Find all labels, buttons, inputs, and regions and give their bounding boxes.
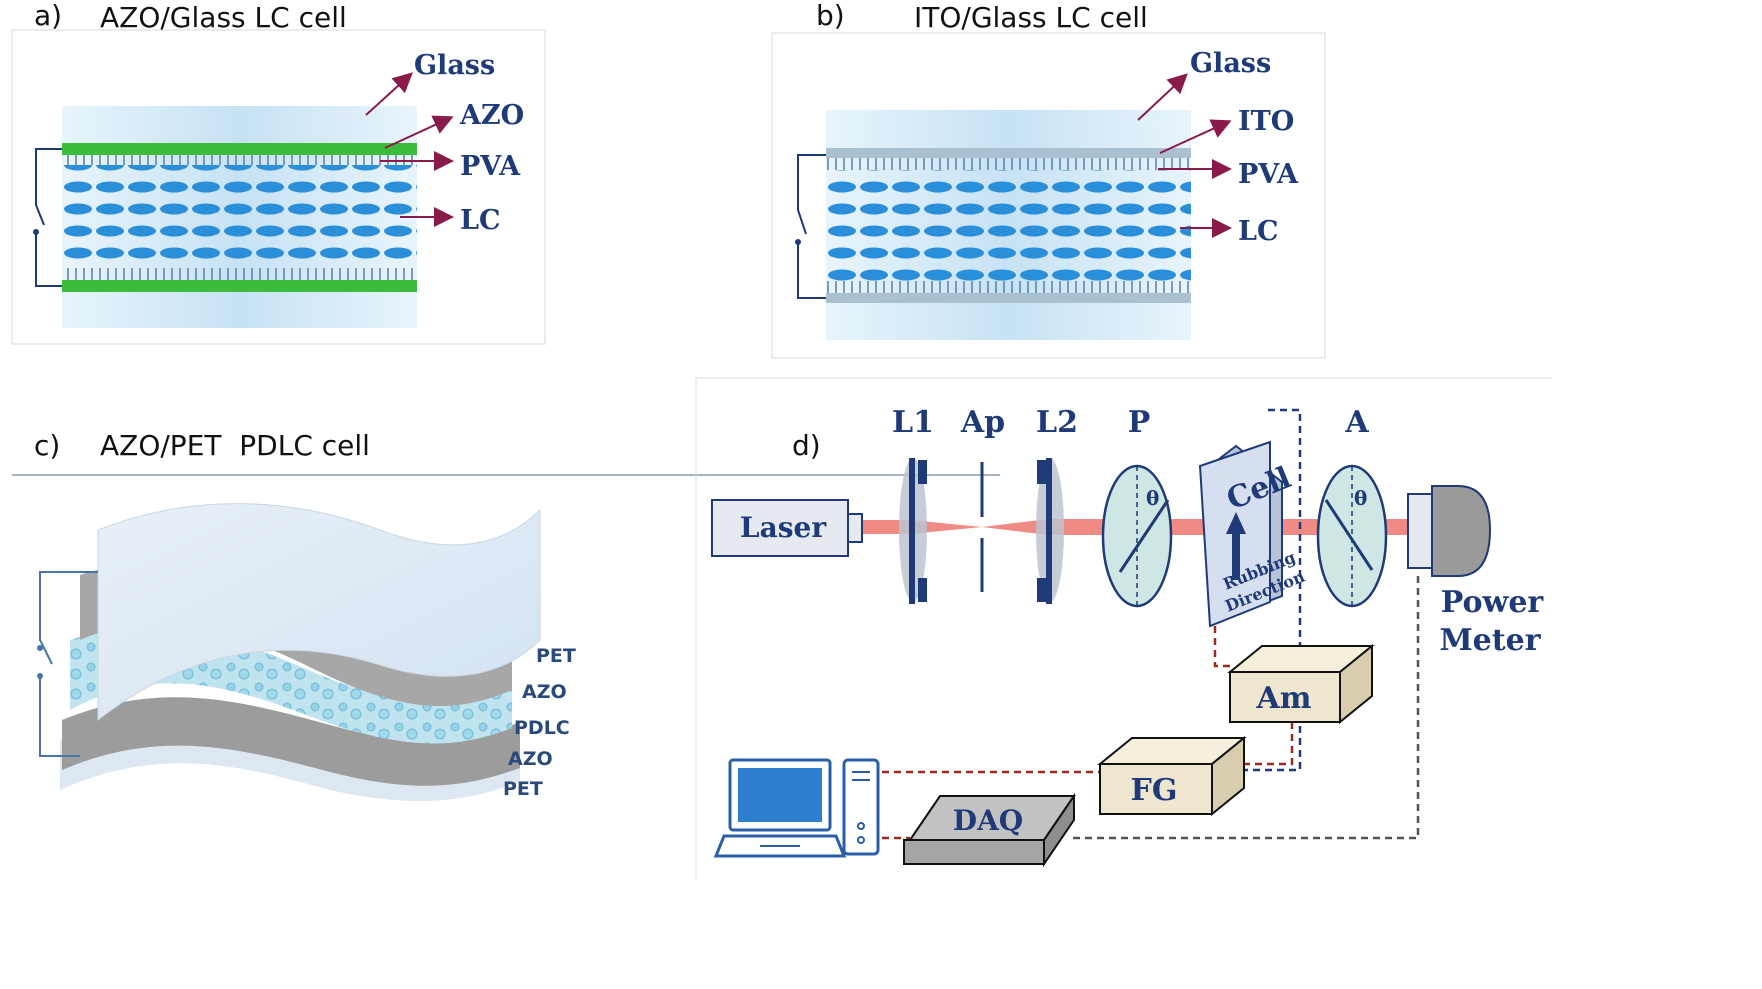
power-meter: Power Meter <box>1407 485 1545 658</box>
panel-a-wire-bottom <box>35 232 62 287</box>
panel-c-label-pet-bottom: PET <box>503 778 543 800</box>
lens-l2: L2 <box>1036 405 1078 604</box>
analyzer-angle: θ <box>1354 486 1367 510</box>
panel-c-label-azo-bottom: AZO <box>508 748 553 770</box>
panel-c-label-azo-top: AZO <box>522 681 567 703</box>
panel-a-pva-top <box>62 155 417 165</box>
panel-b-letter: b) <box>816 0 845 32</box>
panel-b-lc <box>826 170 1191 281</box>
panel-b-label-lc: LC <box>1238 216 1278 247</box>
panel-b-wire-bottom <box>797 242 826 299</box>
panel-c-azo-bottom <box>62 697 520 786</box>
aperture-label: Ap <box>960 405 1005 440</box>
wire-cell-amp <box>1213 626 1230 668</box>
panel-a-letter: a) <box>34 0 63 32</box>
panel-b-label-pva: PVA <box>1238 159 1299 190</box>
power-meter-label-2: Meter <box>1439 623 1541 658</box>
panel-a-lc <box>62 165 417 268</box>
panel-b-label-ito: ITO <box>1238 106 1294 137</box>
polarizer-angle: θ <box>1146 486 1159 510</box>
beam-segment-5 <box>1382 519 1408 535</box>
wire-blue <box>1232 408 1302 772</box>
panel-b-pva-bottom <box>826 281 1191 293</box>
panel-a-wire-top <box>35 148 62 226</box>
panel-a-label-pva: PVA <box>460 151 521 182</box>
panel-c-diagram: PET AZO PDLC AZO PET <box>37 503 576 802</box>
amplifier-label: Am <box>1255 681 1311 716</box>
lens-l1-label: L1 <box>892 405 934 440</box>
panel-a-label-lc: LC <box>460 205 500 236</box>
panel-c-wire-top <box>39 571 98 665</box>
wire-meter-daq <box>1072 576 1420 840</box>
panel-a-title: AZO/Glass LC cell <box>100 1 347 34</box>
amplifier-box: Am <box>1227 643 1375 725</box>
daq-box: DAQ <box>903 792 1076 868</box>
panel-b-diagram: Glass ITO PVA LC <box>771 32 1326 359</box>
function-generator-label: FG <box>1131 773 1178 808</box>
panel-a-label-azo: AZO <box>459 100 524 131</box>
laser-source: Laser <box>711 499 863 557</box>
computer-icon <box>713 758 880 858</box>
analyzer-label: A <box>1344 405 1369 440</box>
panel-b-ito-top <box>826 148 1191 158</box>
function-generator-box: FG <box>1097 735 1247 817</box>
panel-a-diagram: Glass AZO PVA LC <box>11 29 546 345</box>
polarizer: θ P <box>1101 405 1173 608</box>
daq-label: DAQ <box>953 804 1023 837</box>
polarizer-label: P <box>1128 405 1151 440</box>
panel-a-azo-top <box>62 143 417 155</box>
lens-l2-label: L2 <box>1036 405 1078 440</box>
panel-b-title: ITO/Glass LC cell <box>914 1 1148 34</box>
panel-c-title: AZO/PET PDLC cell <box>100 429 370 462</box>
lens-l1: L1 <box>892 405 934 604</box>
panel-c-label-pdlc: PDLC <box>514 717 570 739</box>
panel-a-label-glass: Glass <box>414 50 495 81</box>
panel-b-ito-bottom <box>826 293 1191 303</box>
panel-c-pet-top <box>97 503 541 722</box>
panel-d-diagram: Laser L1 Ap L2 θ <box>711 405 1545 868</box>
panel-a-azo-bottom <box>62 280 417 292</box>
aperture: Ap <box>960 405 1005 592</box>
panel-d-letter: d) <box>792 429 821 462</box>
panel-b-label-glass: Glass <box>1190 48 1271 79</box>
panel-c-wire-bottom <box>39 676 80 757</box>
panel-b-wire-top <box>797 154 826 235</box>
panel-a-pva-bottom <box>62 268 417 280</box>
laser-label: Laser <box>740 511 827 544</box>
panel-b-pva-top <box>826 158 1191 170</box>
panel-c-letter: c) <box>34 429 61 462</box>
power-meter-label-1: Power <box>1441 585 1545 620</box>
analyzer: θ A <box>1316 405 1388 608</box>
panel-c-label-pet-top: PET <box>536 645 576 667</box>
wire-amp-fg <box>1232 722 1294 766</box>
